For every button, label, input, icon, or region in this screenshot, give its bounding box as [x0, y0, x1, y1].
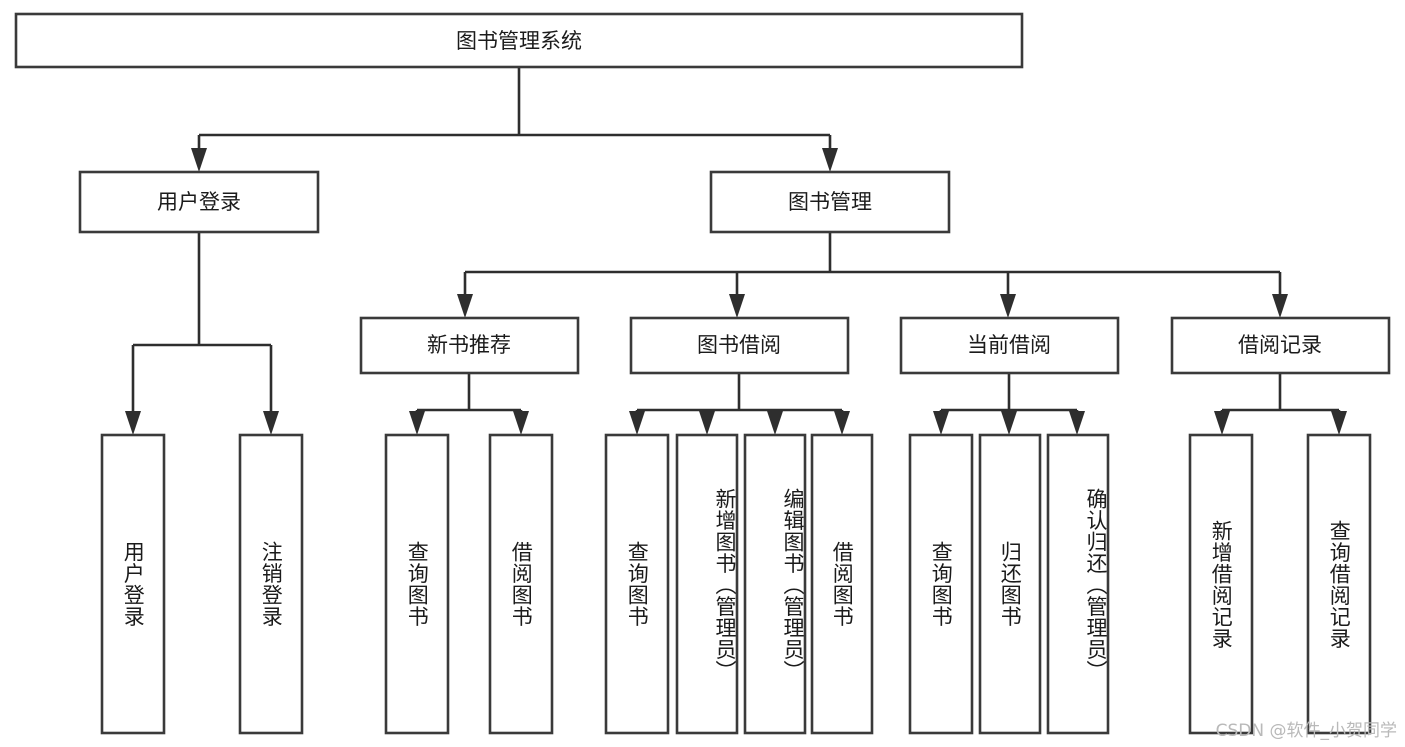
leaf-box-borrow-record-1[interactable] — [1188, 433, 1254, 735]
node-current-borrow-label: 当前借阅 — [967, 333, 1051, 357]
connector-new-book-to-leaves — [409, 373, 529, 435]
leaf-box-book-borrow-1[interactable] — [604, 433, 670, 735]
leaf-box-book-borrow-4[interactable] — [810, 433, 874, 735]
node-root[interactable]: 图书管理系统 — [14, 12, 1024, 69]
node-new-book-recommend-label: 新书推荐 — [427, 333, 511, 357]
leaf-box-user-login-2[interactable] — [238, 433, 304, 735]
connector-borrow-record-to-leaves — [1214, 373, 1347, 435]
leaf-box-new-book-2[interactable] — [488, 433, 554, 735]
node-borrow-record-label: 借阅记录 — [1238, 333, 1322, 357]
connector-user-login-to-leaves — [125, 232, 279, 435]
leaf-box-new-book-1[interactable] — [384, 433, 450, 735]
leaf-box-user-login-1[interactable] — [100, 433, 166, 735]
node-book-borrow-label: 图书借阅 — [697, 333, 781, 357]
node-book-borrow[interactable]: 图书借阅 — [629, 316, 850, 375]
leaf-box-current-borrow-3[interactable] — [1046, 433, 1110, 735]
csdn-watermark: CSDN @软件_小贺同学 — [1215, 721, 1397, 741]
leaf-box-current-borrow-1[interactable] — [908, 433, 974, 735]
connector-root-to-level2 — [191, 67, 838, 172]
leaf-box-borrow-record-2[interactable] — [1306, 433, 1372, 735]
node-book-manage-label: 图书管理 — [788, 190, 872, 214]
node-new-book-recommend[interactable]: 新书推荐 — [359, 316, 580, 375]
node-user-login-label: 用户登录 — [157, 190, 241, 214]
leaf-box-book-borrow-2[interactable] — [675, 433, 739, 735]
node-borrow-record[interactable]: 借阅记录 — [1170, 316, 1391, 375]
node-user-login[interactable]: 用户登录 — [78, 170, 320, 234]
connector-current-borrow-to-leaves — [933, 373, 1085, 435]
connector-book-borrow-to-leaves — [629, 373, 850, 435]
leaf-box-current-borrow-2[interactable] — [978, 433, 1042, 735]
node-current-borrow[interactable]: 当前借阅 — [899, 316, 1120, 375]
node-book-manage[interactable]: 图书管理 — [709, 170, 951, 234]
node-root-label: 图书管理系统 — [456, 29, 582, 53]
leaf-box-book-borrow-3[interactable] — [743, 433, 807, 735]
connector-book-manage-to-level3 — [457, 232, 1288, 318]
